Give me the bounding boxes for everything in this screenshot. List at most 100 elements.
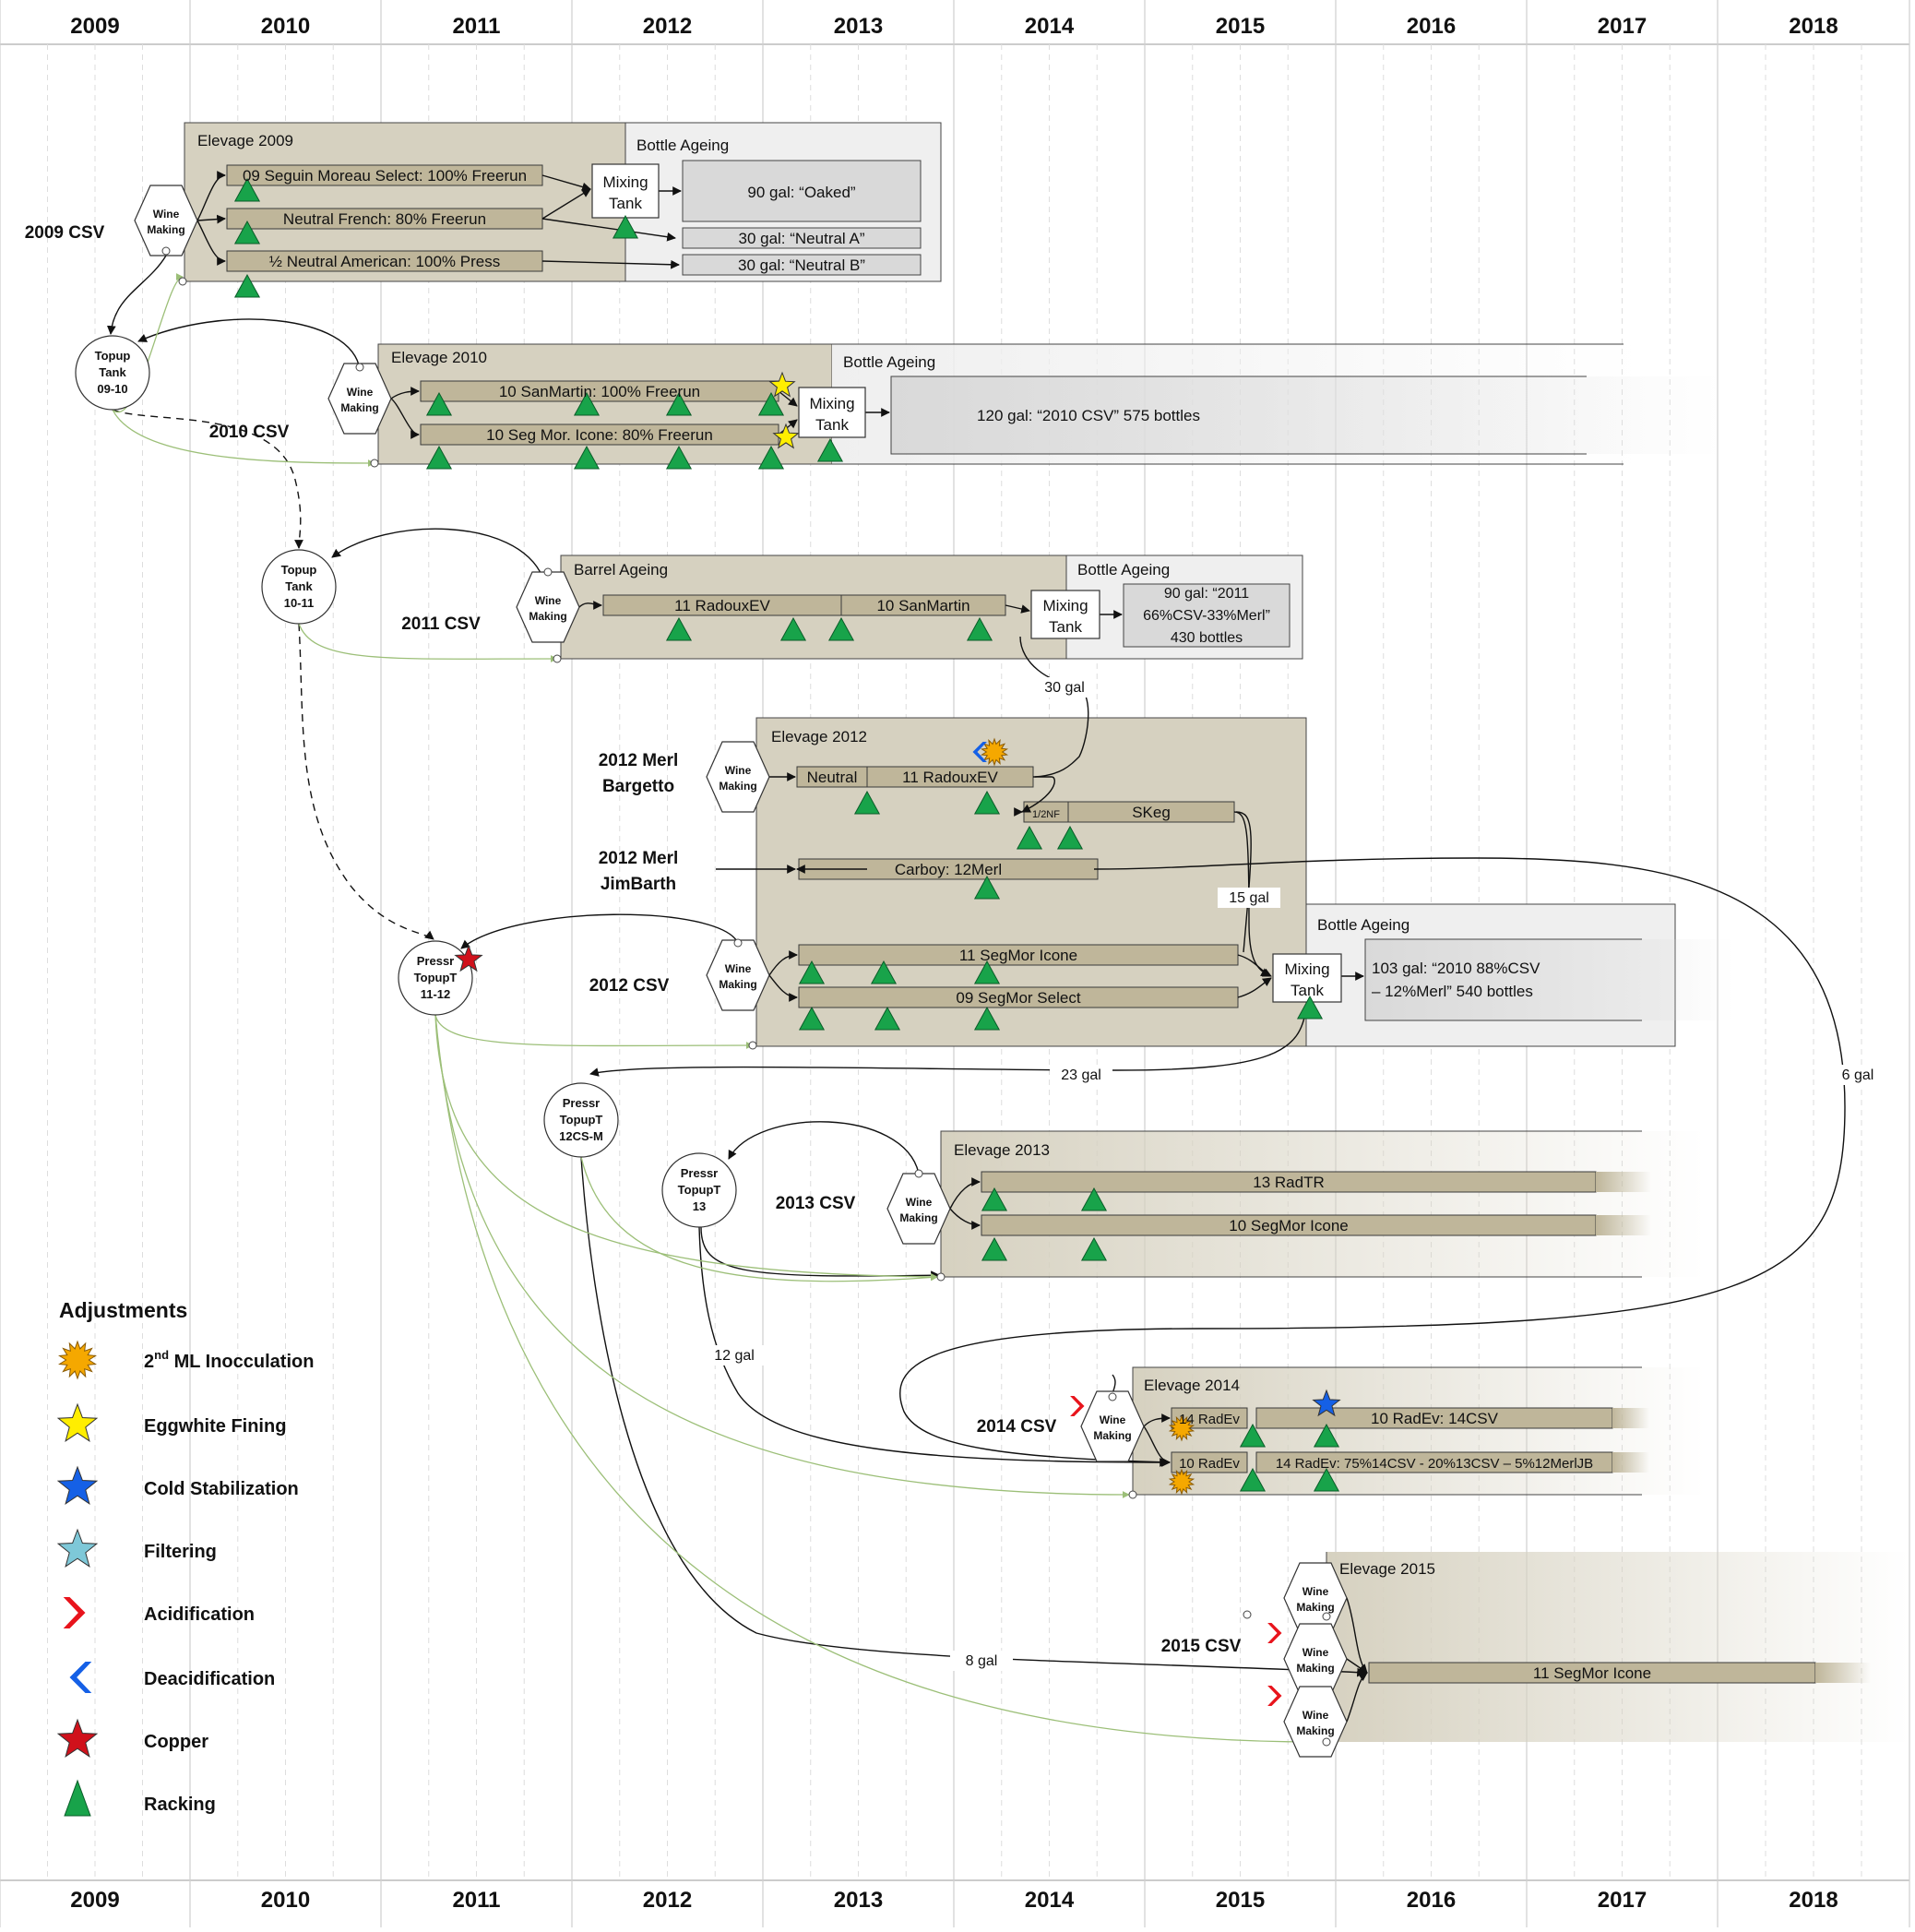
connection-point bbox=[914, 1169, 923, 1178]
output-2010 bbox=[891, 376, 1721, 454]
stage-title: Elevage 2014 bbox=[1144, 1377, 1240, 1394]
transfer-15gal bbox=[1235, 811, 1252, 953]
racking-marker bbox=[798, 960, 826, 984]
legend-racking-icon bbox=[64, 1779, 91, 1817]
topup-tank-11-12 bbox=[398, 940, 473, 1016]
topup-loop bbox=[331, 528, 543, 578]
deacidification-marker bbox=[972, 742, 987, 762]
mixing-tank-label: Mixing bbox=[602, 173, 648, 191]
mixing-tank-node bbox=[798, 387, 866, 438]
wine-making-2013 bbox=[886, 1173, 951, 1245]
flow-arrow bbox=[390, 387, 420, 400]
label-bg bbox=[703, 1345, 766, 1366]
racking-marker bbox=[1080, 1187, 1108, 1211]
legend-title: Adjustments bbox=[59, 1298, 187, 1322]
racking-marker bbox=[973, 790, 1001, 815]
year-header: 2016 bbox=[1407, 14, 1456, 39]
flow-arrow bbox=[768, 950, 798, 976]
topup-handoff bbox=[112, 409, 303, 549]
flow-arrow bbox=[196, 214, 226, 224]
flow-arrow bbox=[768, 974, 798, 1002]
wine-making-2014 bbox=[1080, 1390, 1145, 1462]
racking-marker bbox=[425, 445, 453, 470]
wine-making-2012-csv bbox=[706, 939, 770, 1011]
racking-marker bbox=[665, 391, 693, 416]
year-footer: 2013 bbox=[834, 1888, 883, 1913]
stage-title: Bottle Ageing bbox=[636, 137, 729, 154]
racking-marker bbox=[981, 1187, 1008, 1211]
topup-tank-label: 10-11 bbox=[284, 596, 315, 610]
barrel-label: 11 RadouxEV bbox=[674, 597, 770, 614]
barrel-label: ½ Neutral American: 100% Press bbox=[269, 253, 500, 270]
topup-feed bbox=[434, 1014, 754, 1049]
topup-tank-label: 09-10 bbox=[97, 382, 127, 396]
flow-arrow bbox=[578, 601, 602, 610]
panel-edge bbox=[1364, 938, 1642, 1021]
barrel-label: 1/2NF bbox=[1032, 809, 1060, 820]
stage-title: Bottle Ageing bbox=[1317, 916, 1409, 934]
output-label: – 12%Merl” 540 bottles bbox=[1372, 983, 1533, 1000]
text-labels: 2009200920102010201120112012201220132013… bbox=[25, 14, 1889, 1913]
racking-marker bbox=[798, 1006, 826, 1031]
acidification-marker bbox=[1267, 1623, 1282, 1643]
racking-marker bbox=[233, 177, 261, 202]
barrel-bar-fade bbox=[1612, 1408, 1649, 1428]
flow-arrow bbox=[1233, 811, 1270, 977]
legend-cold-stabilization-icon bbox=[56, 1465, 99, 1505]
barrel-bar-fade bbox=[1596, 1172, 1651, 1192]
mixing-tank-label: Tank bbox=[609, 195, 642, 212]
barrel-bar-fade bbox=[1815, 1663, 1871, 1683]
process-nodes bbox=[75, 163, 1348, 1758]
vintage-2012-merl-jimbarth: 2012 Merl bbox=[599, 849, 679, 868]
mixing-tank-label: Tank bbox=[1291, 982, 1324, 999]
racking-marker bbox=[1239, 1467, 1267, 1492]
legend-item-label: Copper bbox=[144, 1732, 208, 1752]
topup-feed bbox=[298, 623, 558, 662]
output-label: 430 bottles bbox=[1171, 630, 1243, 646]
barrel-label: 10 SanMartin bbox=[876, 597, 969, 614]
ml-inoculation-marker bbox=[980, 737, 1009, 767]
flow-arrow bbox=[196, 220, 226, 266]
stage-panels bbox=[184, 122, 1909, 1742]
vintage-2011-csv: 2011 CSV bbox=[401, 614, 481, 634]
flow-arrow bbox=[1005, 604, 1030, 614]
flow-arrow bbox=[390, 398, 420, 439]
racking-marker bbox=[573, 445, 601, 470]
barrel-bar bbox=[1171, 1451, 1248, 1473]
year-footer: 2018 bbox=[1789, 1888, 1838, 1913]
year-footer: 2010 bbox=[261, 1888, 310, 1913]
barrel-label: 11 RadouxEV bbox=[902, 769, 998, 786]
barrel-label: Neutral French: 80% Freerun bbox=[283, 210, 486, 228]
year-footer: 2012 bbox=[643, 1888, 692, 1913]
year-header: 2010 bbox=[261, 14, 310, 39]
topup-feed bbox=[434, 1014, 1324, 1746]
legend-item-label: Filtering bbox=[144, 1542, 217, 1562]
connection-point bbox=[748, 1041, 757, 1050]
racking-marker bbox=[757, 445, 785, 470]
year-header: 2015 bbox=[1216, 14, 1265, 39]
topup-loop bbox=[137, 318, 361, 370]
output-label: 90 gal: “Oaked” bbox=[747, 184, 856, 201]
barrel-label: 09 SegMor Select bbox=[956, 989, 1080, 1007]
mixing-tank-node bbox=[1030, 590, 1100, 639]
racking-marker bbox=[665, 616, 693, 641]
topup-feed bbox=[434, 1014, 1130, 1498]
wine-making-label: Making bbox=[1296, 1724, 1334, 1737]
vintage-2012-merl-jimbarth: JimBarth bbox=[601, 875, 676, 894]
wine-making-label: Making bbox=[1093, 1429, 1131, 1442]
topup-tank-label: 12CS-M bbox=[559, 1129, 603, 1143]
wine-making-label: Wine bbox=[535, 594, 562, 607]
wine-making-label: Making bbox=[719, 780, 756, 793]
flow-arrow bbox=[949, 1177, 981, 1210]
output-2011 bbox=[1123, 583, 1291, 648]
racking-marker bbox=[425, 391, 453, 416]
mixing-tank-node bbox=[591, 163, 660, 219]
wine-making-label: Making bbox=[899, 1211, 937, 1224]
wine-making-label: Making bbox=[719, 978, 756, 991]
year-footer: 2009 bbox=[70, 1888, 119, 1913]
output-label: 30 gal: “Neutral A” bbox=[738, 230, 864, 247]
barrel-label: Carboy: 12Merl bbox=[895, 861, 1002, 878]
label-bg bbox=[950, 1651, 1013, 1671]
vintage-2013-csv: 2013 CSV bbox=[776, 1194, 856, 1213]
